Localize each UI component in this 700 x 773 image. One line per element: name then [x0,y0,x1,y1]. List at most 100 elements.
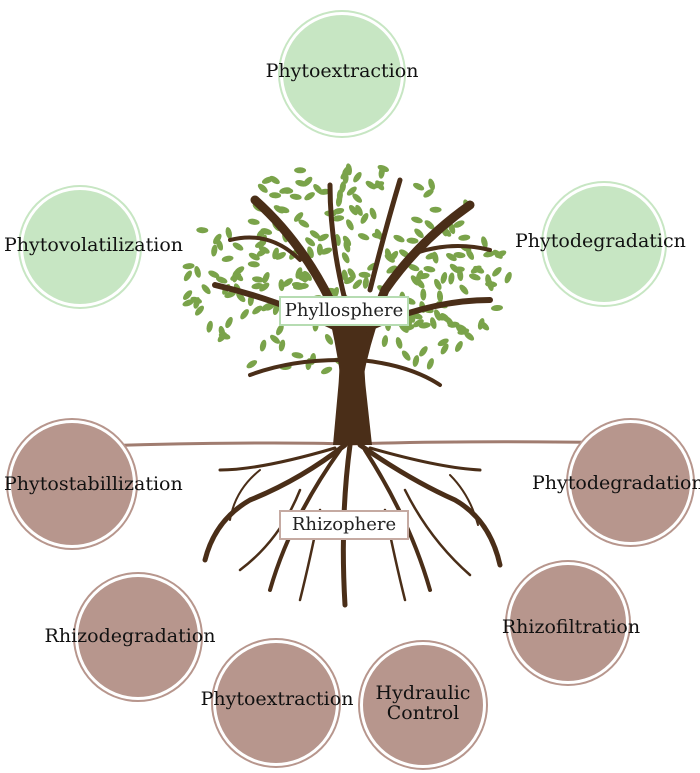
leaf [448,272,455,285]
leaf [492,266,502,277]
leaf [289,193,302,200]
leaf [342,235,352,247]
leaf [270,334,280,344]
hydraulic-control-label: Hydraulic Control [375,682,471,724]
leaf [252,276,264,283]
leaf [336,189,343,202]
leaf [437,338,449,347]
leaf [182,263,195,270]
leaf [492,249,503,259]
leaf [377,164,390,173]
leaf [459,284,469,295]
leaf [469,273,481,281]
leaf [352,193,363,203]
leaf [201,284,211,295]
leaf [440,343,449,355]
leaf [269,175,280,185]
leaf [258,246,270,254]
leaf [401,350,411,361]
phytovolatilization-label: Phytovolatilization [4,234,183,256]
leaf [320,247,333,255]
leaf [225,316,233,329]
leaf [294,167,307,174]
leaf [275,251,286,260]
rhizofiltration-circle [507,562,629,684]
leaf [434,278,442,290]
leaf [414,228,424,239]
leaf [215,276,228,284]
leaf [303,176,313,187]
leaf [305,237,316,247]
phytodegradation-bottom-circle [568,420,693,545]
leaf [247,218,260,225]
leaf [453,252,466,259]
leaf [278,279,285,292]
leaf [347,268,356,279]
leaf [240,309,249,320]
leaf [195,305,204,316]
leaf [213,233,222,245]
leaf [429,206,442,213]
leaf [302,270,312,281]
leaf [411,216,423,224]
leaf [406,237,419,244]
leaf [225,227,233,239]
leaf [381,335,389,348]
leaf [194,266,201,278]
trunk [333,320,372,445]
phytovolatilization-circle [20,187,140,307]
leaf [276,324,284,336]
leaf [420,288,427,301]
leaf [428,178,435,191]
leaf [341,252,350,264]
leaf [440,272,448,284]
leaf [190,296,202,304]
leaf [255,240,267,248]
leaf [232,242,244,251]
leaf [260,228,273,235]
leaf [206,320,213,333]
leaf [261,302,272,312]
rhizodegradation-label: Rhizodegradation [44,625,216,647]
phytoextraction-bottom-circle [213,640,339,766]
leaf [291,352,304,359]
leaf [318,188,331,195]
rhizofiltration-label: Rhizofiltration [501,616,641,638]
leaf [344,276,355,285]
leaf [279,187,291,194]
leaf [436,314,448,321]
leaf [346,219,354,231]
leaf [453,220,465,228]
leaf [262,271,270,284]
leaf [357,233,370,241]
leaf [332,215,345,222]
leaf [342,165,352,176]
leaf [353,171,362,183]
leaf [278,339,286,352]
leaf [374,228,383,240]
leaf [183,290,193,300]
leaf [298,219,310,228]
leaf [413,319,424,328]
leaf [352,279,363,289]
leaf [196,227,209,234]
leaf [423,266,436,273]
leaf [430,317,437,329]
phytostabilization-label: Phytostabillization [4,473,183,495]
leaf [454,341,463,352]
leaf [324,334,334,345]
leaf [408,264,420,272]
leaf [269,192,282,199]
leaf [425,252,438,260]
leaf [317,233,329,242]
leaf [358,271,371,278]
phytoextraction-top-circle [280,12,404,136]
leaf [426,358,434,370]
leaf [473,265,485,274]
leaf [464,331,475,341]
phytodegradation-bottom-label: Phytodegradation [532,472,700,494]
leaf [282,278,293,287]
leaf [423,189,434,198]
leaf [458,234,471,241]
